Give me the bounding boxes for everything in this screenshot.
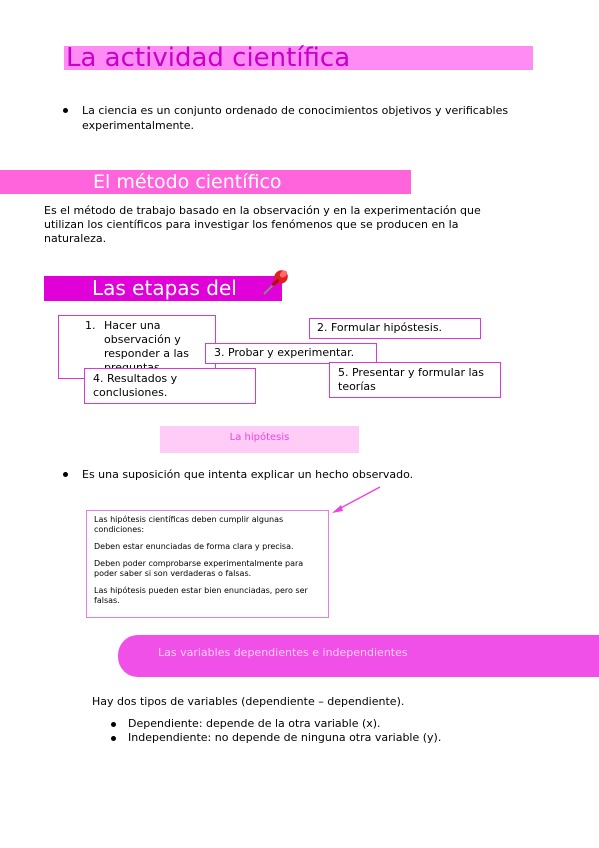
pushpin-icon — [263, 270, 288, 295]
step-5-text: 5. Presentar y formular las teorías — [338, 366, 484, 393]
hipotesis-list: Es una suposición que intenta explicar u… — [62, 467, 542, 482]
step-1-text: Hacer una observación y responder a las … — [104, 319, 189, 374]
page-title: La actividad científica — [66, 43, 351, 73]
variable-item-dependiente: Dependiente: depende de la otra variable… — [110, 717, 530, 731]
condition-item: Las hipótesis pueden estar bien enunciad… — [94, 586, 308, 605]
hipotesis-heading-banner: La hipótesis — [160, 426, 359, 453]
metodo-heading: El método científico — [93, 171, 282, 193]
metodo-paragraph: Es el método de trabajo basado en la obs… — [44, 204, 481, 245]
step-2-box: 2. Formular hipóstesis. — [309, 318, 481, 339]
variables-heading-banner: Las variables dependientes e independien… — [118, 635, 599, 677]
etapas-heading-banner: Las etapas del — [44, 276, 282, 301]
condition-item: Deben estar enunciadas de forma clara y … — [94, 542, 294, 551]
condition-item: Deben poder comprobarse experimentalment… — [94, 559, 304, 578]
step-4-box: 4. Resultados y conclusiones. — [84, 368, 256, 404]
step-5-box: 5. Presentar y formular las teorías — [329, 362, 501, 398]
step-1-number: 1. — [85, 319, 96, 332]
step-2-text: 2. Formular hipóstesis. — [317, 321, 443, 334]
condition-item: Las hipótesis científicas deben cumplir … — [94, 515, 284, 534]
etapas-heading: Las etapas del — [92, 276, 237, 300]
variable-item-independiente: Independiente: no depende de ninguna otr… — [110, 731, 530, 745]
hipotesis-heading: La hipótesis — [229, 432, 290, 443]
variables-intro: Hay dos tipos de variables (dependiente … — [92, 695, 405, 708]
metodo-heading-banner: El método científico — [0, 170, 411, 194]
hipotesis-definition: Es una suposición que intenta explicar u… — [62, 467, 542, 482]
arrow-icon — [332, 486, 381, 513]
step-4-text: 4. Resultados y conclusiones. — [93, 372, 178, 399]
variables-list: Dependiente: depende de la otra variable… — [110, 717, 530, 745]
intro-list: La ciencia es un conjunto ordenado de co… — [62, 103, 522, 133]
page-title-banner: La actividad científica — [64, 43, 533, 73]
variables-heading: Las variables dependientes e independien… — [158, 646, 408, 659]
conditions-box: Las hipótesis científicas deben cumplir … — [86, 510, 329, 618]
step-3-box: 3. Probar y experimentar. — [205, 343, 377, 364]
intro-bullet: La ciencia es un conjunto ordenado de co… — [62, 103, 522, 133]
step-3-text: 3. Probar y experimentar. — [214, 346, 355, 359]
